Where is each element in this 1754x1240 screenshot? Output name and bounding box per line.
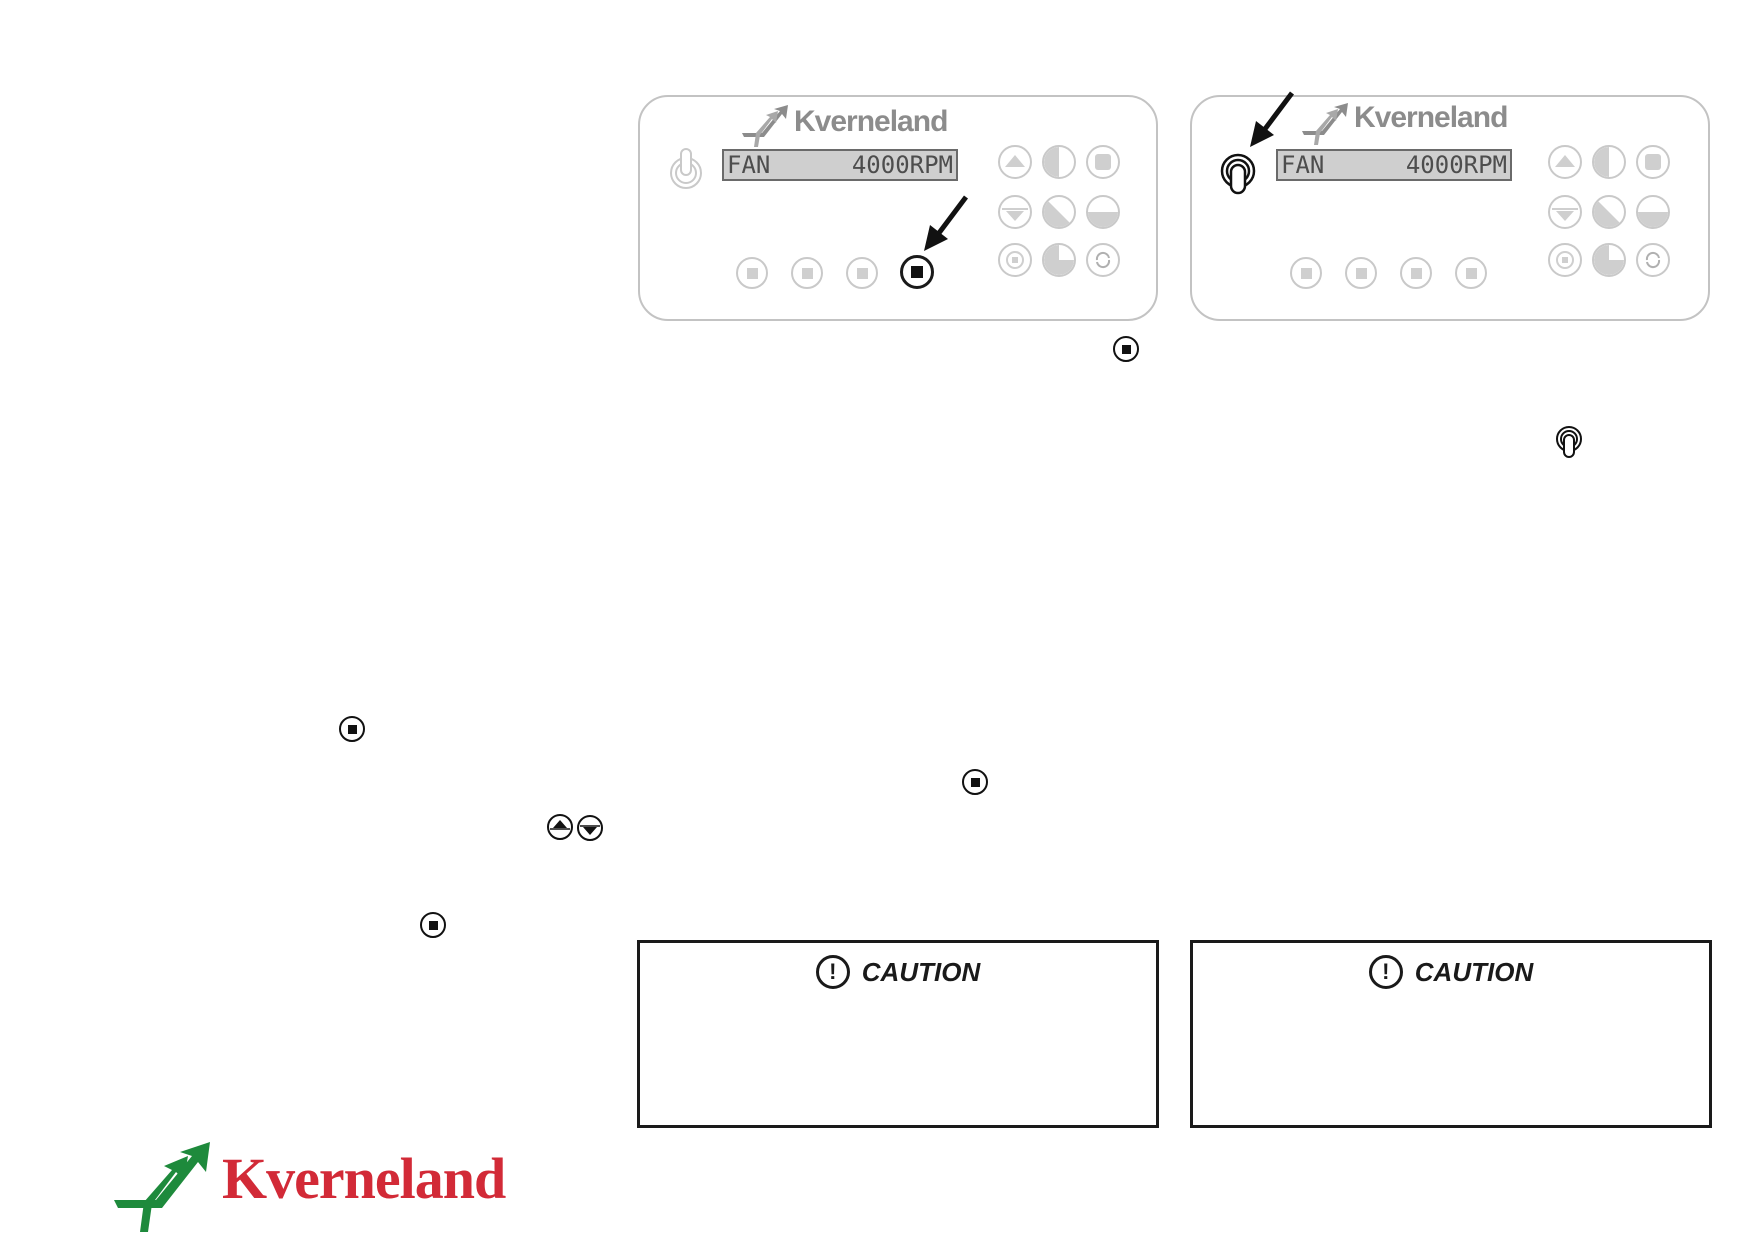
stop-button-icon bbox=[420, 912, 446, 938]
panel-brand-name: Kverneland bbox=[1354, 101, 1508, 134]
softkey-3[interactable] bbox=[1400, 257, 1432, 289]
square-key[interactable] bbox=[1086, 145, 1120, 179]
bottom-half-key[interactable] bbox=[1086, 195, 1120, 229]
caution-box-right: ! CAUTION bbox=[1190, 940, 1712, 1128]
half-moon-key[interactable] bbox=[1592, 145, 1626, 179]
softkey-1[interactable] bbox=[1290, 257, 1322, 289]
caution-header: ! CAUTION bbox=[1193, 955, 1709, 989]
up-arrow-key[interactable] bbox=[1548, 145, 1582, 179]
pointer-arrow-icon bbox=[1250, 91, 1294, 147]
caution-title: CAUTION bbox=[861, 956, 981, 987]
exclamation-icon: ! bbox=[815, 955, 850, 989]
softkey-2[interactable] bbox=[1345, 257, 1377, 289]
lcd-display: FAN 4000RPM bbox=[722, 149, 958, 181]
stop-button-icon bbox=[339, 716, 365, 742]
lcd-value: 4000RPM bbox=[1405, 151, 1507, 179]
lcd-label: FAN bbox=[727, 151, 771, 179]
lcd-label: FAN bbox=[1281, 151, 1325, 179]
stop-button-icon bbox=[962, 769, 988, 795]
toggle-switch-icon[interactable] bbox=[668, 145, 704, 191]
control-panel-right: Kverneland FAN 4000RPM bbox=[1190, 91, 1710, 321]
down-arrow-key[interactable] bbox=[1548, 195, 1582, 229]
up-arrow-icon bbox=[547, 814, 573, 840]
caution-header: ! CAUTION bbox=[640, 955, 1156, 989]
kverneland-logo-mark-icon bbox=[1302, 103, 1348, 145]
half-moon-key[interactable] bbox=[1042, 145, 1076, 179]
softkey-1[interactable] bbox=[736, 257, 768, 289]
bottom-half-key[interactable] bbox=[1636, 195, 1670, 229]
stop-button-icon bbox=[1113, 336, 1139, 362]
exclamation-icon: ! bbox=[1368, 955, 1403, 989]
panel-brand-name: Kverneland bbox=[794, 105, 948, 138]
softkey-4[interactable] bbox=[1455, 257, 1487, 289]
toggle-switch-icon[interactable] bbox=[1218, 151, 1258, 197]
softkey-2[interactable] bbox=[791, 257, 823, 289]
diagonal-key[interactable] bbox=[1042, 195, 1076, 229]
refresh-key-icon[interactable] bbox=[1636, 243, 1670, 277]
footer-brand-name: Kverneland bbox=[222, 1146, 506, 1211]
caution-title: CAUTION bbox=[1414, 956, 1534, 987]
control-panel-left: Kverneland FAN 4000RPM bbox=[638, 95, 1158, 321]
softkey-4-highlighted[interactable] bbox=[900, 255, 934, 289]
diagonal-key[interactable] bbox=[1592, 195, 1626, 229]
stop-key[interactable] bbox=[1548, 243, 1582, 277]
up-arrow-key[interactable] bbox=[998, 145, 1032, 179]
quarter-moon-key[interactable] bbox=[1042, 243, 1076, 277]
lcd-value: 4000RPM bbox=[851, 151, 953, 179]
square-key[interactable] bbox=[1636, 145, 1670, 179]
quarter-moon-key[interactable] bbox=[1592, 243, 1626, 277]
kverneland-logo-mark-icon bbox=[742, 105, 788, 147]
pointer-arrow-icon bbox=[924, 195, 968, 251]
toggle-switch-icon bbox=[1556, 426, 1582, 458]
down-arrow-key[interactable] bbox=[998, 195, 1032, 229]
refresh-key-icon[interactable] bbox=[1086, 243, 1120, 277]
lcd-display: FAN 4000RPM bbox=[1276, 149, 1512, 181]
kverneland-logo-mark-icon bbox=[114, 1142, 210, 1232]
stop-key[interactable] bbox=[998, 243, 1032, 277]
caution-box-left: ! CAUTION bbox=[637, 940, 1159, 1128]
down-arrow-icon bbox=[577, 815, 603, 841]
softkey-3[interactable] bbox=[846, 257, 878, 289]
